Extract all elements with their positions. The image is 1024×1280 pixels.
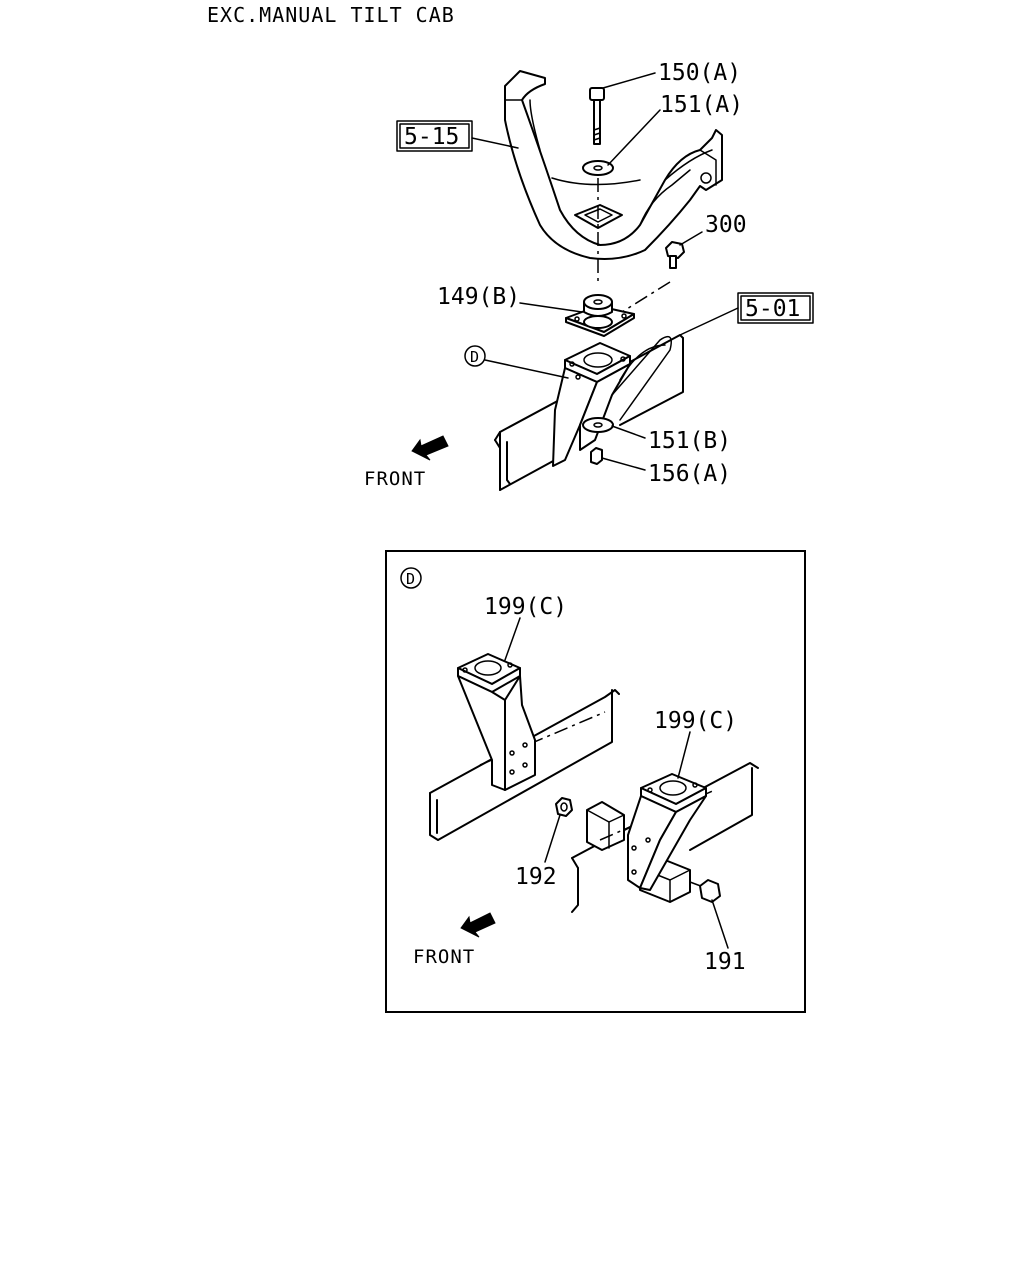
header-title: EXC.MANUAL TILT CAB (207, 3, 455, 27)
callout-300: 300 (705, 212, 747, 238)
svg-text:5-15: 5-15 (404, 124, 459, 150)
washer-151b-drawing (582, 417, 614, 433)
front-label: FRONT (364, 468, 426, 490)
washer-151a-drawing (582, 160, 614, 176)
svg-text:D: D (406, 570, 415, 588)
ref-box-5-15[interactable]: 5-15 (396, 120, 473, 152)
bolt-191-drawing (689, 879, 721, 903)
callout-151a: 151(A) (660, 92, 743, 118)
detail-left-bracket-drawing (457, 653, 536, 791)
nut-192-drawing (555, 797, 573, 817)
nut-156a-drawing (590, 447, 603, 465)
mount-rubber-149b-drawing (565, 294, 635, 337)
callout-191: 191 (704, 949, 746, 975)
detail-view-marker-icon: D (400, 567, 422, 589)
callout-199c-left: 199(C) (484, 594, 567, 620)
detail-right-bracket-drawing (627, 773, 707, 891)
svg-text:5-01: 5-01 (745, 296, 800, 322)
svg-text:D: D (470, 348, 479, 366)
bolt-300-drawing (665, 241, 685, 269)
callout-192: 192 (515, 864, 557, 890)
detail-view: D (385, 550, 806, 1013)
callout-199c-right: 199(C) (654, 708, 737, 734)
callout-151b: 151(B) (648, 428, 731, 454)
ref-box-5-01[interactable]: 5-01 (737, 292, 814, 324)
detail-front-arrow-icon (460, 912, 496, 938)
callout-150a: 150(A) (658, 60, 741, 86)
detail-view-frame (385, 550, 806, 1013)
detail-front-label: FRONT (413, 946, 475, 968)
callout-156a: 156(A) (648, 461, 731, 487)
callout-149b: 149(B) (437, 284, 520, 310)
outrigger-bracket-drawing (552, 335, 672, 467)
detail-marker-icon[interactable]: D (464, 345, 486, 367)
front-arrow-icon (411, 435, 449, 461)
upper-view: 150(A) 151(A) 300 149(B) 151(B) 156(A) 5… (364, 60, 814, 491)
cab-bracket-drawing (504, 70, 723, 260)
bolt-150a-drawing (589, 87, 605, 145)
